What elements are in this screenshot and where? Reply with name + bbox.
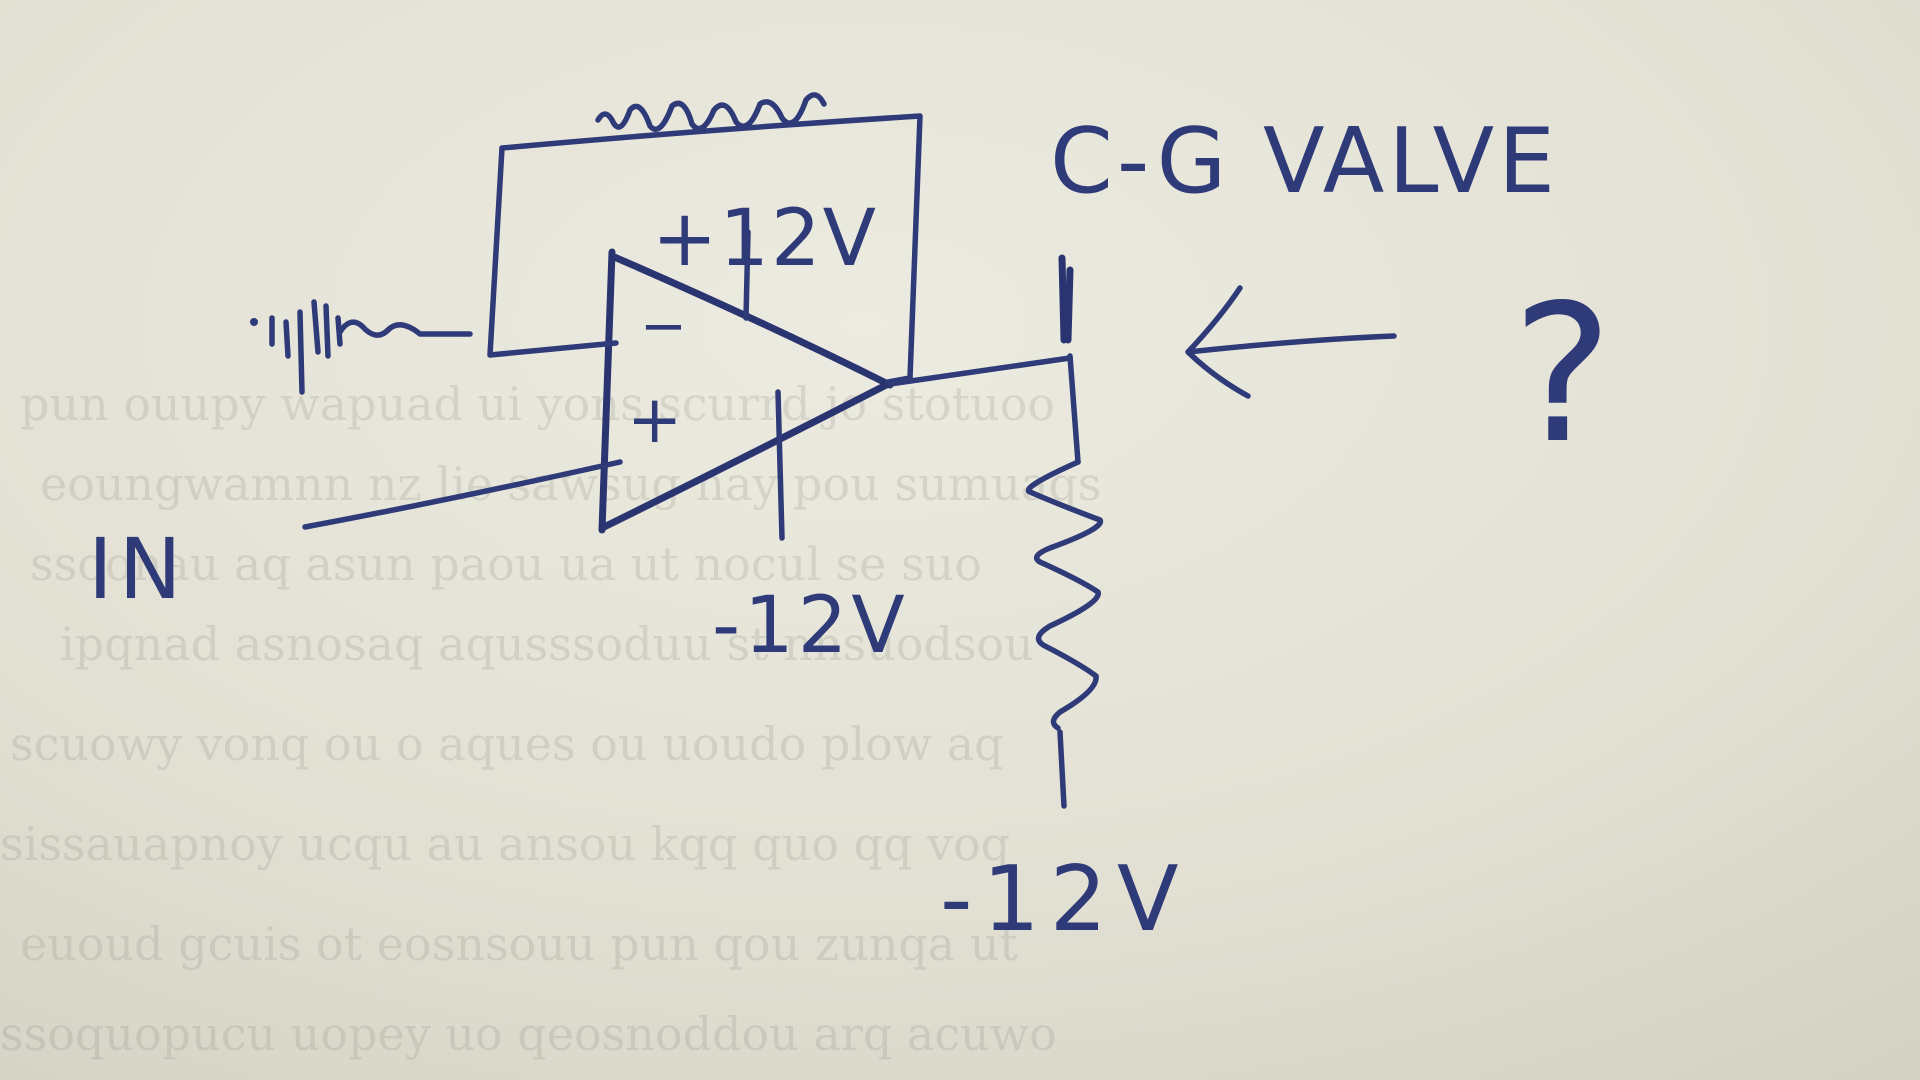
ground-symbol — [269, 299, 343, 395]
output-wire — [887, 355, 1073, 387]
arrow-icon — [1185, 285, 1397, 399]
pulldown-top-wire — [1067, 353, 1081, 465]
supply-negative-opamp-label: -12V — [712, 581, 909, 671]
input-label: IN — [88, 520, 188, 618]
feedback-resistor — [595, 92, 827, 132]
input-resistor-wire — [337, 319, 473, 338]
opamp-plus-label: + — [627, 381, 682, 458]
svg-text:sissauapnoy ucqu au ansou kqq: sissauapnoy ucqu au ansou kqq quo qq voq — [0, 817, 1010, 871]
valve-terminal — [1058, 254, 1074, 344]
svg-text:eoungwamnn nz lie sawsug nay p: eoungwamnn nz lie sawsug nay pou sumuaqs — [40, 457, 1101, 511]
svg-text:ssoonau aq asun paou ua ut noc: ssoonau aq asun paou ua ut nocul se suo — [30, 537, 982, 591]
opamp-minus-label: − — [640, 294, 687, 359]
feedback-wire — [487, 113, 923, 385]
pulldown-resistor — [1025, 459, 1104, 731]
valve-label: C-G VALVE — [1050, 109, 1559, 214]
svg-text:scuowy vonq ou o aques ou uoud: scuowy vonq ou o aques ou uoudo plow aq — [10, 717, 1004, 771]
opamp-negative-supply-pin — [775, 389, 785, 541]
question-mark: ? — [1512, 264, 1613, 485]
opamp-triangle — [598, 248, 896, 534]
input-wire — [302, 459, 623, 530]
opamp-positive-supply-pin — [743, 229, 751, 321]
supply-negative-bottom-label: -12V — [940, 847, 1189, 952]
svg-text:ssoquopucu uopey uo qeosnoddou: ssoquopucu uopey uo qeosnoddou arq acuwo — [0, 1007, 1057, 1061]
pulldown-bottom-wire — [1057, 729, 1067, 809]
ground-dot — [250, 318, 258, 326]
supply-positive-label: +12V — [652, 194, 878, 284]
svg-text:ipqnad asnosaq aqusssoduu st n: ipqnad asnosaq aqusssoduu st nnsuodsou — [60, 617, 1034, 671]
svg-text:euoud gcuis ot eosnsouu pun qo: euoud gcuis ot eosnsouu pun qou zunqa ut — [20, 917, 1018, 971]
